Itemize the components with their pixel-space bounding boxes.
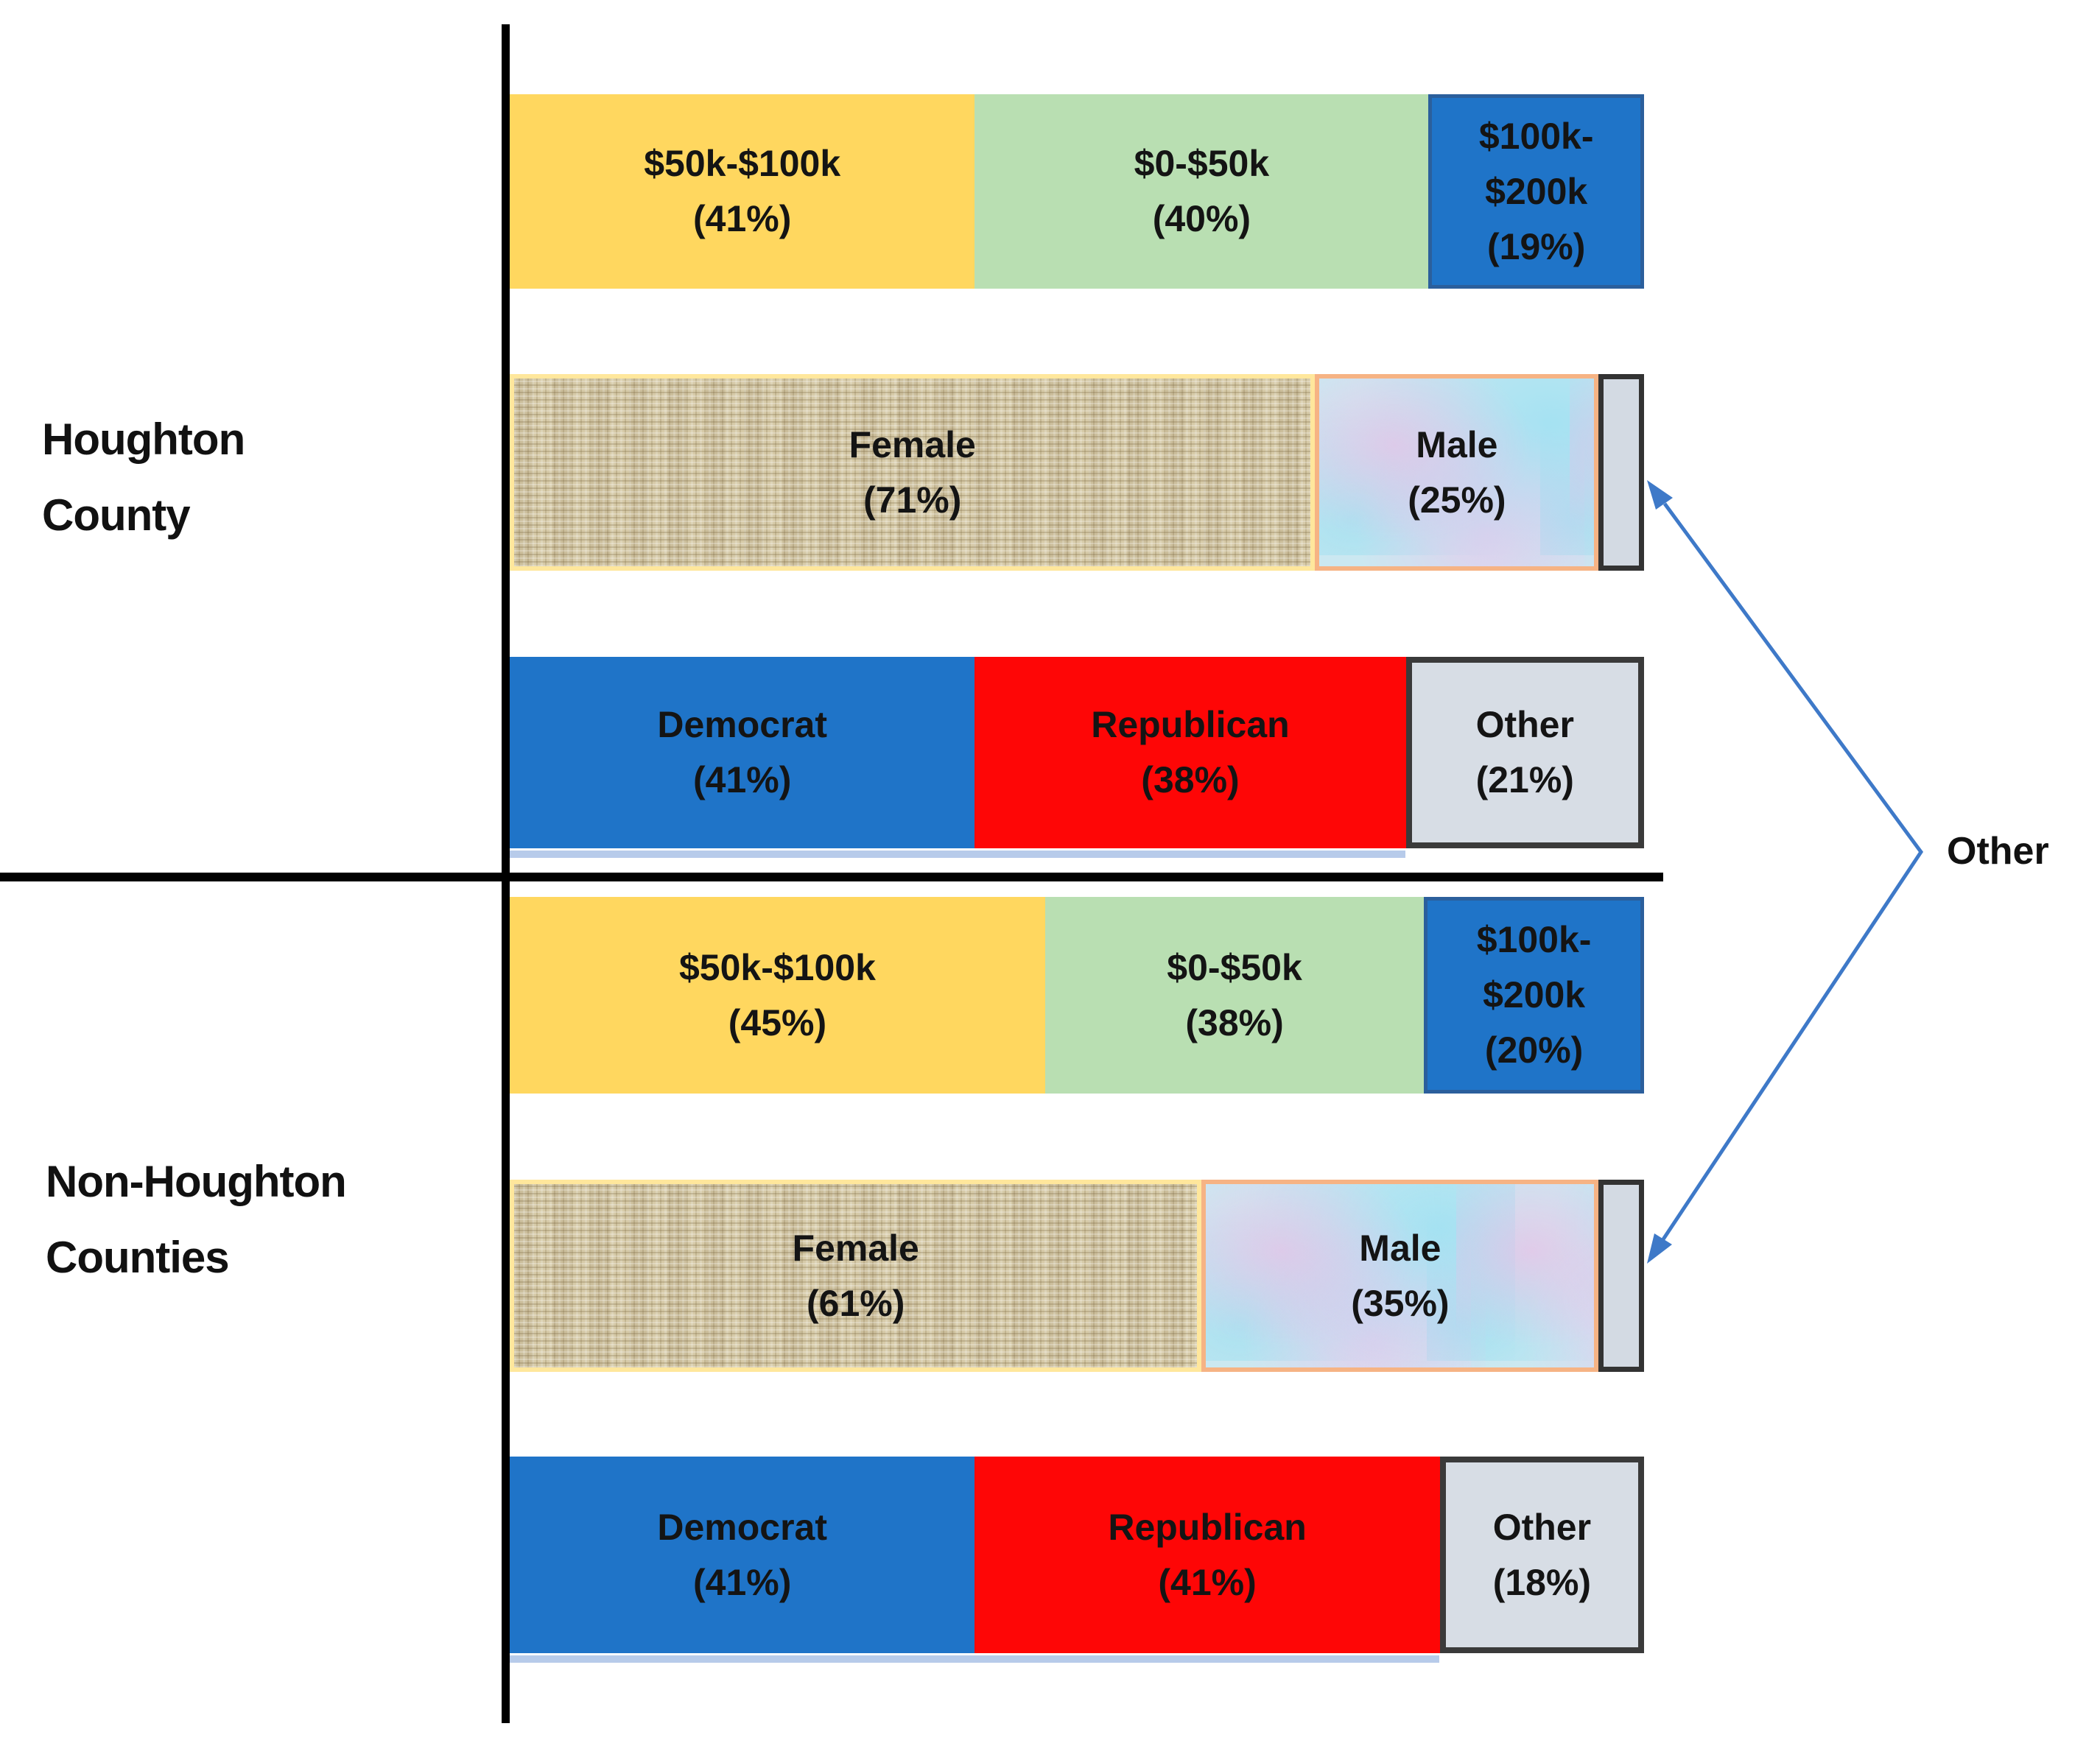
segment-label: $0-$50k [1167, 946, 1302, 988]
bar-non-houghton-income: $50k-$100k (45%) $0-$50k (38%) $100k- $200k (2… [510, 897, 1644, 1094]
segment-label: $100k- [1478, 115, 1594, 157]
segment-label: (40%) [1152, 198, 1251, 239]
segment-party-democrat: Democrat (41%) [510, 1457, 975, 1653]
segment-label: $200k [1483, 974, 1586, 1015]
group-label-houghton-county: Houghton County [42, 401, 245, 553]
segment-label: $100k- [1476, 919, 1592, 960]
segment-income-50k-100k: $50k-$100k (45%) [510, 897, 1045, 1094]
segment-label: (45%) [728, 1001, 827, 1043]
segment-label: Female [849, 423, 976, 465]
segment-label: (41%) [693, 198, 792, 239]
segment-income-0-50k: $0-$50k (38%) [1044, 897, 1425, 1094]
segment-label: Democrat [657, 1506, 828, 1548]
segment-gender-male: Male (35%) [1201, 1180, 1599, 1372]
segment-label: $0-$50k [1134, 143, 1270, 184]
segment-label: $50k-$100k [678, 946, 876, 988]
bar-houghton-party: Democrat (41%) Republican (38%) Other (21%) [510, 657, 1644, 848]
segment-label: (41%) [693, 759, 792, 800]
segment-gender-other [1598, 374, 1644, 571]
segment-party-democrat: Democrat (41%) [510, 657, 975, 848]
segment-label: (25%) [1408, 479, 1506, 521]
segment-income-0-50k: $0-$50k (40%) [975, 94, 1429, 289]
bar-non-houghton-party: Democrat (41%) Republican (41%) Other (18%) [510, 1457, 1644, 1653]
segment-label: (19%) [1487, 225, 1586, 267]
other-arrow-chevron-line [1661, 502, 1924, 1241]
segment-label: (38%) [1185, 1001, 1284, 1043]
segment-label: (71%) [863, 479, 962, 521]
segment-label: Male [1359, 1227, 1441, 1269]
group-label-line: Houghton [42, 415, 245, 464]
segment-label: Republican [1108, 1506, 1307, 1548]
segment-label: (35%) [1351, 1282, 1450, 1324]
segment-label: (41%) [1158, 1561, 1257, 1603]
other-arrowhead-bottom-icon [1647, 1233, 1672, 1264]
segment-label: Male [1416, 423, 1498, 465]
group-label-line: Counties [46, 1233, 230, 1283]
segment-party-other: Other (18%) [1439, 1457, 1644, 1653]
group-label-line: County [42, 490, 191, 541]
segment-income-50k-100k: $50k-$100k (41%) [510, 94, 975, 289]
segment-label: (21%) [1475, 759, 1574, 800]
bar-non-houghton-gender: Female (61%) Male (35%) [510, 1180, 1644, 1372]
group-label-line: Non-Houghton [46, 1157, 347, 1206]
bar-shadow-strip [510, 1655, 1439, 1663]
segment-gender-male: Male (25%) [1315, 374, 1599, 571]
group-divider-line [0, 873, 1663, 881]
bar-houghton-gender: Female (71%) Male (25%) [510, 374, 1644, 571]
segment-party-republican: Republican (41%) [975, 1457, 1440, 1653]
segment-income-100k-200k: $100k- $200k (19%) [1428, 94, 1644, 289]
segment-gender-female: Female (71%) [510, 374, 1316, 571]
segment-label: Republican [1091, 704, 1290, 745]
segment-label: $200k [1485, 170, 1588, 212]
segment-label: (18%) [1492, 1561, 1592, 1603]
segment-label: Other [1492, 1506, 1592, 1548]
segment-label: (20%) [1484, 1029, 1584, 1071]
group-label-non-houghton-counties: Non-Houghton Counties [46, 1144, 347, 1295]
segment-party-republican: Republican (38%) [975, 657, 1406, 848]
segment-label: Democrat [657, 704, 828, 745]
bar-houghton-income: $50k-$100k (41%) $0-$50k (40%) $100k- $200k (1… [510, 94, 1644, 289]
segment-label: (61%) [807, 1282, 905, 1324]
segment-label: (38%) [1141, 759, 1240, 800]
bar-shadow-strip [510, 851, 1405, 858]
segment-label: Other [1475, 704, 1574, 745]
other-annotation-label: Other [1947, 830, 2049, 873]
other-arrowhead-top-icon [1647, 480, 1673, 510]
segment-label: (41%) [693, 1561, 792, 1603]
segment-label: $50k-$100k [644, 143, 841, 184]
segment-party-other: Other (21%) [1405, 657, 1644, 848]
segment-label: Female [792, 1227, 919, 1269]
segment-gender-female: Female (61%) [510, 1180, 1202, 1372]
segment-income-100k-200k: $100k- $200k (20%) [1424, 897, 1644, 1094]
segment-gender-other [1598, 1180, 1644, 1372]
